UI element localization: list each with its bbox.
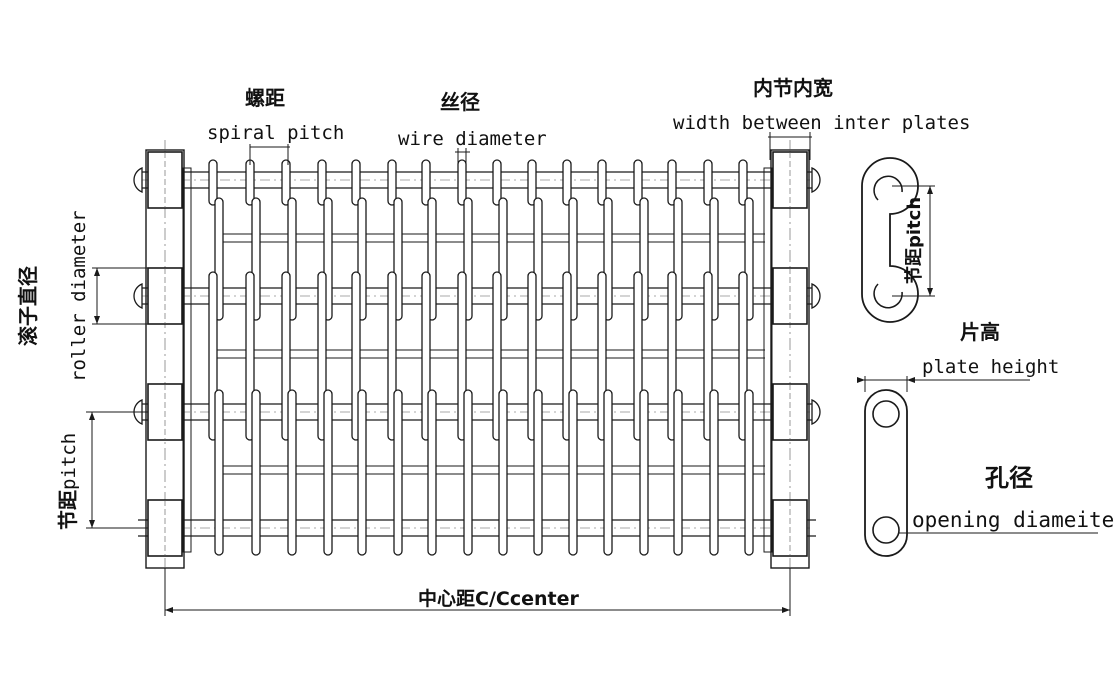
side-plate-views xyxy=(858,157,1098,557)
spiral-wire-segment xyxy=(738,159,748,206)
spiral-wire-segment xyxy=(603,389,613,556)
opening-diameter-label-zh: 孔径 xyxy=(985,464,1033,492)
pitch-label-left: 节距pitch xyxy=(56,432,80,530)
dimension-arrowhead xyxy=(89,412,95,420)
width-between-label-zh: 内节内宽 xyxy=(753,76,833,100)
spiral-wire-segment xyxy=(427,389,437,556)
pitch-label-left-en: pitch xyxy=(58,432,80,490)
spiral-wire-segment xyxy=(245,159,255,206)
spiral-wire-segment xyxy=(251,389,261,556)
spiral-wire-segment xyxy=(639,389,649,556)
spiral-wire-segment xyxy=(533,389,543,556)
width-between-label-en: width between inter plates xyxy=(673,112,971,134)
dimension-arrowhead xyxy=(94,316,100,324)
spiral-wire-segment xyxy=(393,389,403,556)
spiral-wire-segment xyxy=(323,389,333,556)
spiral-wire-segment xyxy=(633,159,643,206)
dimension-arrowhead xyxy=(94,268,100,276)
roller-diameter-label-en: roller diameter xyxy=(68,210,90,382)
spiral-wire-segment xyxy=(387,159,397,206)
center-distance-label: 中心距C/Ccenter xyxy=(418,588,579,610)
plate-hole-bottom xyxy=(872,516,900,544)
spiral-wire-segment xyxy=(709,389,719,556)
spiral-wire-segment xyxy=(498,389,508,556)
rod-end-cap-right xyxy=(811,283,821,309)
spiral-wire-segment xyxy=(568,389,578,556)
plate-height-label-zh: 片高 xyxy=(960,320,1000,344)
wire-diameter-label-en: wire diameter xyxy=(398,128,547,150)
spiral-wire-segment xyxy=(281,159,291,206)
inner-plate-hook-top xyxy=(873,175,903,201)
spiral-wire-segment xyxy=(673,389,683,556)
rod-end-cap-right xyxy=(811,399,821,425)
wire-diameter-label-zh: 丝径 xyxy=(440,90,480,114)
spiral-wire-segment xyxy=(703,159,713,206)
plate-height-label-en: plate height xyxy=(922,356,1060,378)
plate-hole-top xyxy=(872,400,900,428)
spiral-wire-segment xyxy=(527,159,537,206)
inner-plate-outline xyxy=(861,157,919,323)
spiral-wire-segment xyxy=(421,159,431,206)
spiral-wire-segment xyxy=(597,159,607,206)
rod-end-cap-left xyxy=(133,283,143,309)
spiral-wire-segment xyxy=(457,159,467,206)
spiral-pitch-label-en: spiral pitch xyxy=(207,122,345,144)
spiral-wire-segment xyxy=(463,389,473,556)
outer-plate-outline xyxy=(864,389,908,557)
dimension-arrowhead xyxy=(782,607,790,613)
chain-inner-plate xyxy=(763,167,773,553)
inner-plate-hook-bottom xyxy=(873,283,903,309)
opening-diameter-label-en: opening diameiter xyxy=(912,508,1114,532)
spiral-wire-segment xyxy=(492,159,502,206)
spiral-wire-segment xyxy=(351,159,361,206)
spiral-wire-segment xyxy=(744,389,754,556)
roller-diameter-label-zh: 滚子直径 xyxy=(16,266,40,346)
spiral-pitch-label-zh: 螺距 xyxy=(245,86,285,110)
rod-end-cap-left xyxy=(133,167,143,193)
spiral-wire-segment xyxy=(667,159,677,206)
spiral-wire-segment xyxy=(208,159,218,206)
spiral-wire-segment xyxy=(562,159,572,206)
pitch-label-right: 节距pitch xyxy=(904,196,925,284)
wire-spirals xyxy=(208,159,754,556)
dimension-lines xyxy=(86,132,933,616)
rod-end-cap-right xyxy=(811,167,821,193)
pitch-label-left-zh: 节距 xyxy=(56,490,80,530)
dimension-arrowhead xyxy=(89,520,95,528)
spiral-wire-segment xyxy=(287,389,297,556)
dimension-arrowhead xyxy=(165,607,173,613)
spiral-wire-segment xyxy=(214,389,224,556)
chain-inner-plate xyxy=(182,167,192,553)
spiral-wire-segment xyxy=(357,389,367,556)
spiral-wire-segment xyxy=(317,159,327,206)
